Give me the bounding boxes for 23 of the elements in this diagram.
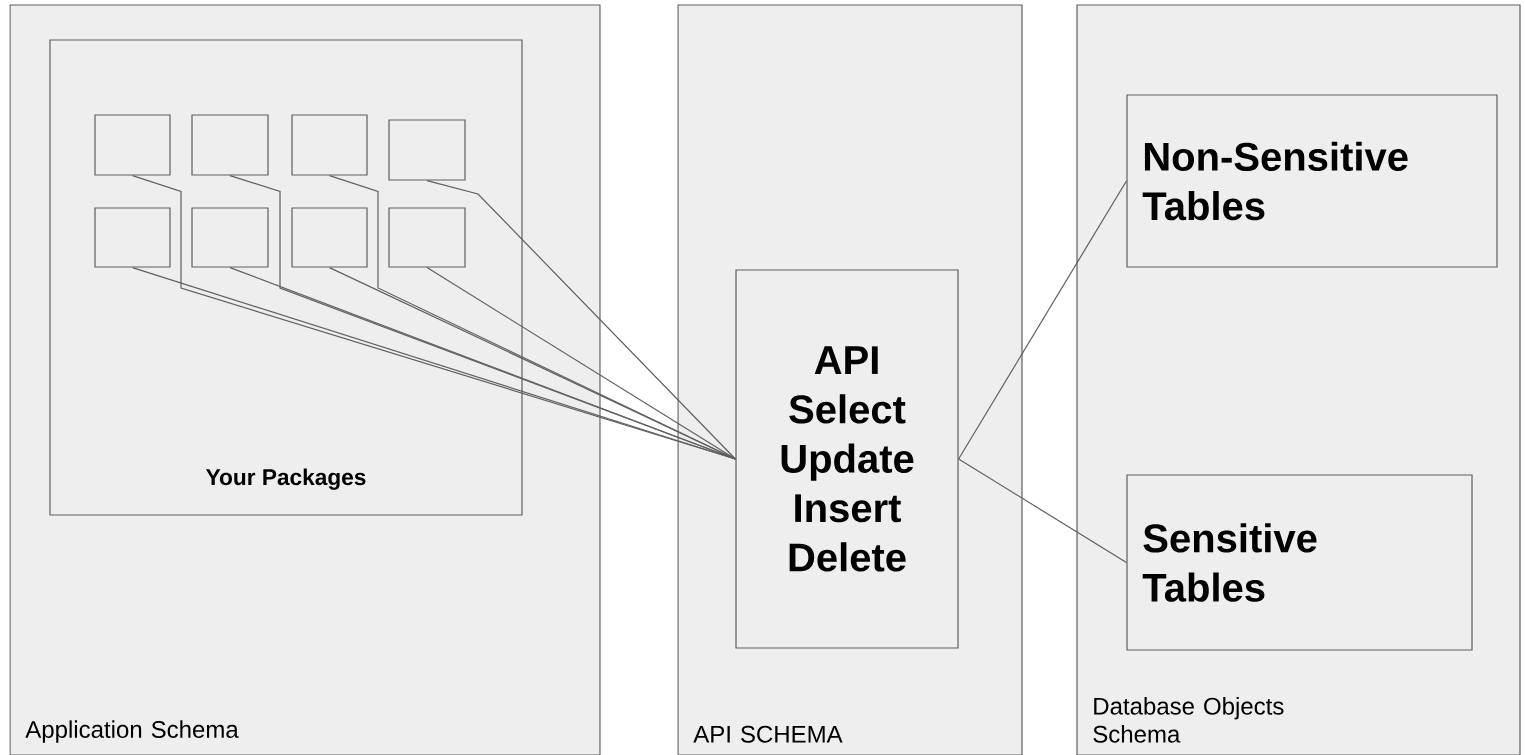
table-label: Sensitive Tables — [1142, 523, 1317, 602]
package-box — [191, 207, 269, 268]
schema-label: Database Objects Schema — [1093, 697, 1284, 743]
package-box — [388, 207, 466, 268]
group-label: Your Packages — [206, 468, 366, 490]
connector-line — [426, 267, 736, 460]
package-box — [291, 114, 368, 176]
operation-list: API Select Update Insert Delete — [781, 346, 914, 572]
connector-line — [958, 180, 1127, 460]
table-box — [1126, 94, 1498, 268]
connector-line — [426, 180, 736, 460]
package-box — [291, 207, 368, 268]
connector-line — [958, 458, 1127, 564]
connector-line — [229, 267, 736, 460]
schema-label: Application Schema — [25, 720, 239, 743]
package-box — [94, 207, 171, 268]
package-box — [191, 114, 269, 176]
package-box — [94, 114, 171, 176]
api-box — [735, 269, 959, 649]
table-box — [1126, 474, 1473, 651]
package-box — [388, 119, 466, 181]
schema-label: API SCHEMA — [693, 725, 843, 743]
table-label: Non-Sensitive Tables — [1142, 141, 1408, 221]
